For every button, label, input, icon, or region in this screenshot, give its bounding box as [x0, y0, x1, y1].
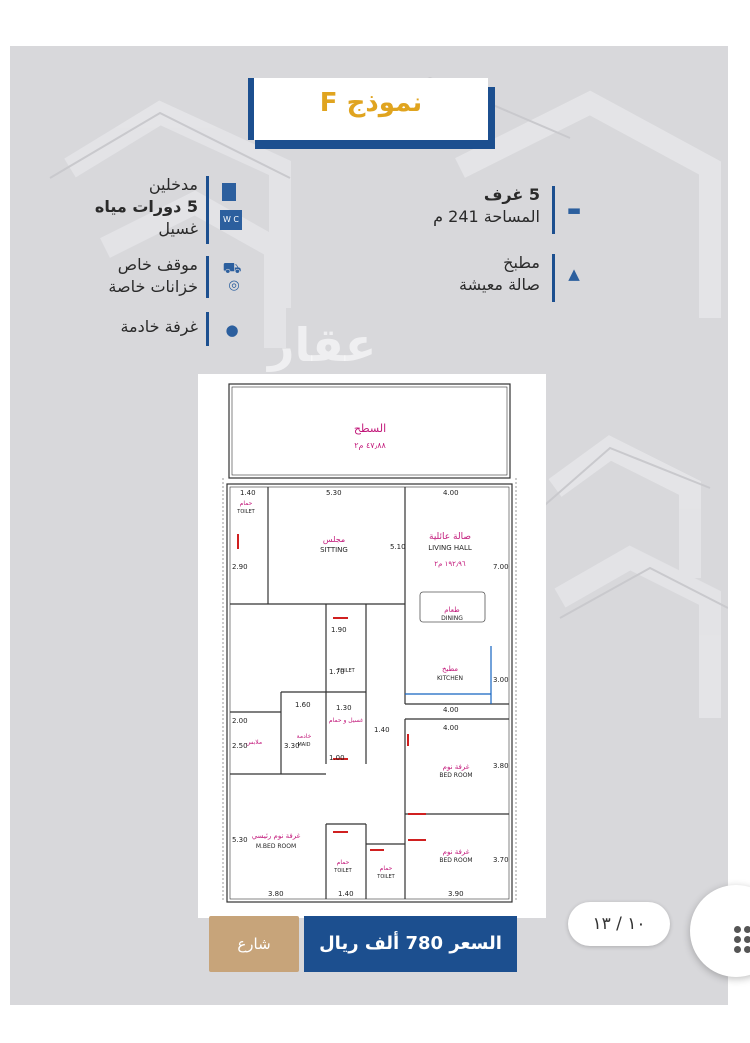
- top-bar: [10, 18, 728, 46]
- dimension-label: 3.00: [493, 676, 509, 684]
- feature-line: مدخلين: [148, 175, 198, 194]
- grid-dots-icon: [734, 936, 741, 943]
- feature-parking-tanks: موقف خاص خزانات خاصة: [50, 254, 198, 298]
- label-living-en: LIVING HALL: [428, 544, 472, 552]
- label-dining-ar: طعام: [444, 606, 460, 614]
- label-bed2-ar: غرفة نوم: [443, 848, 470, 856]
- label-living-ar: صالة عائلية: [429, 532, 471, 542]
- label-bed1-en: BED ROOM: [439, 772, 472, 779]
- label-sitting-en: SITTING: [320, 546, 348, 554]
- label-toilet-en: TOILET: [336, 668, 355, 674]
- label-toilet-ar: حمام: [380, 865, 393, 872]
- image-pager-indicator: ١٠ / ١٣: [568, 902, 670, 946]
- floor-plan-image: السطح ٤٧٫٨٨ م٢ صالة عائلية LIVING HALL ١…: [198, 374, 546, 918]
- dimension-label: 3.70: [493, 856, 509, 864]
- dimension-label: 2.00: [232, 717, 248, 725]
- dimension-label: 1.40: [374, 726, 390, 734]
- feature-line: غسيل: [158, 219, 198, 238]
- label-maid-ar: خادمة: [297, 733, 312, 740]
- dimension-label: 3.90: [448, 890, 464, 898]
- entrance-icon: [222, 183, 236, 201]
- label-bed1-ar: غرفة نوم: [443, 763, 470, 771]
- feature-line: المساحة 241 م: [433, 207, 540, 226]
- dimension-label: 1.40: [240, 489, 256, 497]
- grid-dots-icon: [734, 946, 741, 953]
- listing-image-frame: عقار نموذج F ▬ 5 غرف المساحة 241 م ▲ مطب…: [10, 18, 728, 1018]
- label-roof-area: ٤٧٫٨٨ م٢: [354, 441, 386, 450]
- label-laundry-ar: غسيل و حمام: [329, 717, 363, 724]
- parking-icon: ⛟: [222, 259, 242, 277]
- feature-rooms-area: 5 غرف المساحة 241 م: [370, 184, 540, 228]
- label-closet-ar: ملابس: [246, 739, 262, 746]
- label-bed2-en: BED ROOM: [439, 857, 472, 864]
- label-living-area: ١٩٢٫٩٦ م٢: [434, 560, 466, 568]
- feature-line: خزانات خاصة: [108, 277, 198, 296]
- dimension-label: 4.00: [443, 706, 459, 714]
- kitchen-icon: ▲: [568, 265, 580, 283]
- label-roof: السطح: [354, 422, 386, 435]
- feature-divider: [206, 256, 209, 298]
- label-toilet-en: TOILET: [376, 874, 395, 880]
- feature-line: 5 دورات مياه: [94, 197, 198, 216]
- dimension-label: 3.30: [284, 742, 300, 750]
- label-toilet-ar: حمام: [240, 500, 253, 507]
- model-title: نموذج F: [319, 88, 423, 118]
- label-toilet-en: TOILET: [333, 868, 352, 874]
- dimension-label: 4.00: [443, 489, 459, 497]
- label-kitchen-en: KITCHEN: [437, 675, 463, 682]
- dimension-label: 5.10: [390, 543, 406, 551]
- label-toilet-en: TOILET: [236, 509, 255, 515]
- watermark-logo: عقار: [268, 318, 377, 372]
- feature-kitchen-living: مطبخ صالة معيشة: [370, 252, 540, 296]
- dimension-label: 3.80: [268, 890, 284, 898]
- dimension-label: 1.30: [336, 704, 352, 712]
- bed-icon: ▬: [566, 201, 582, 219]
- dimension-label: 7.00: [493, 563, 509, 571]
- feature-divider: [552, 254, 555, 302]
- feature-maid-room: غرفة خادمة: [50, 316, 198, 338]
- feature-line: صالة معيشة: [459, 275, 540, 294]
- label-maid-en: MAID: [297, 742, 310, 748]
- dimension-label: 5.30: [232, 836, 248, 844]
- dimension-label: 2.50: [232, 742, 248, 750]
- label-dining-en: DINING: [441, 615, 463, 622]
- bottom-strip: [0, 1005, 750, 1043]
- dimension-label: 1.70: [329, 668, 345, 676]
- price-button[interactable]: السعر 780 ألف ريال: [304, 916, 517, 972]
- grid-dots-icon: [744, 926, 750, 933]
- dimension-label: 1.00: [329, 754, 345, 762]
- feature-entrances-wc: مدخلين 5 دورات مياه غسيل: [50, 174, 198, 240]
- maid-icon: ●: [225, 321, 239, 339]
- feature-line: غرفة خادمة: [120, 317, 198, 336]
- street-button[interactable]: شارع: [209, 916, 299, 972]
- label-sitting-ar: مجلس: [323, 535, 345, 544]
- label-master-bed-ar: غرفة نوم رئيسي: [252, 832, 301, 840]
- label-master-bed-en: M.BED ROOM: [256, 843, 296, 850]
- feature-line: 5 غرف: [483, 185, 540, 204]
- dimension-label: 1.60: [295, 701, 311, 709]
- wc-icon: W C: [220, 210, 242, 230]
- grid-dots-icon: [734, 926, 741, 933]
- floor-plan-drawing: السطح ٤٧٫٨٨ م٢ صالة عائلية LIVING HALL ١…: [222, 383, 517, 903]
- feature-line: موقف خاص: [117, 255, 198, 274]
- tank-icon: ◎: [228, 278, 240, 293]
- feature-divider: [552, 186, 555, 234]
- dimension-label: 3.80: [493, 762, 509, 770]
- dimension-label: 2.90: [232, 563, 248, 571]
- feature-divider: [206, 176, 209, 244]
- grid-dots-icon: [744, 936, 750, 943]
- feature-divider: [206, 312, 209, 346]
- dimension-label: 1.90: [331, 626, 347, 634]
- dimension-label: 4.00: [443, 724, 459, 732]
- dimension-label: 1.40: [338, 890, 354, 898]
- label-toilet-ar: حمام: [337, 859, 350, 866]
- feature-line: مطبخ: [503, 253, 540, 272]
- label-kitchen-ar: مطبخ: [442, 665, 458, 673]
- dimension-label: 5.30: [326, 489, 342, 497]
- grid-dots-icon: [744, 946, 750, 953]
- model-title-card: نموذج F: [248, 78, 488, 140]
